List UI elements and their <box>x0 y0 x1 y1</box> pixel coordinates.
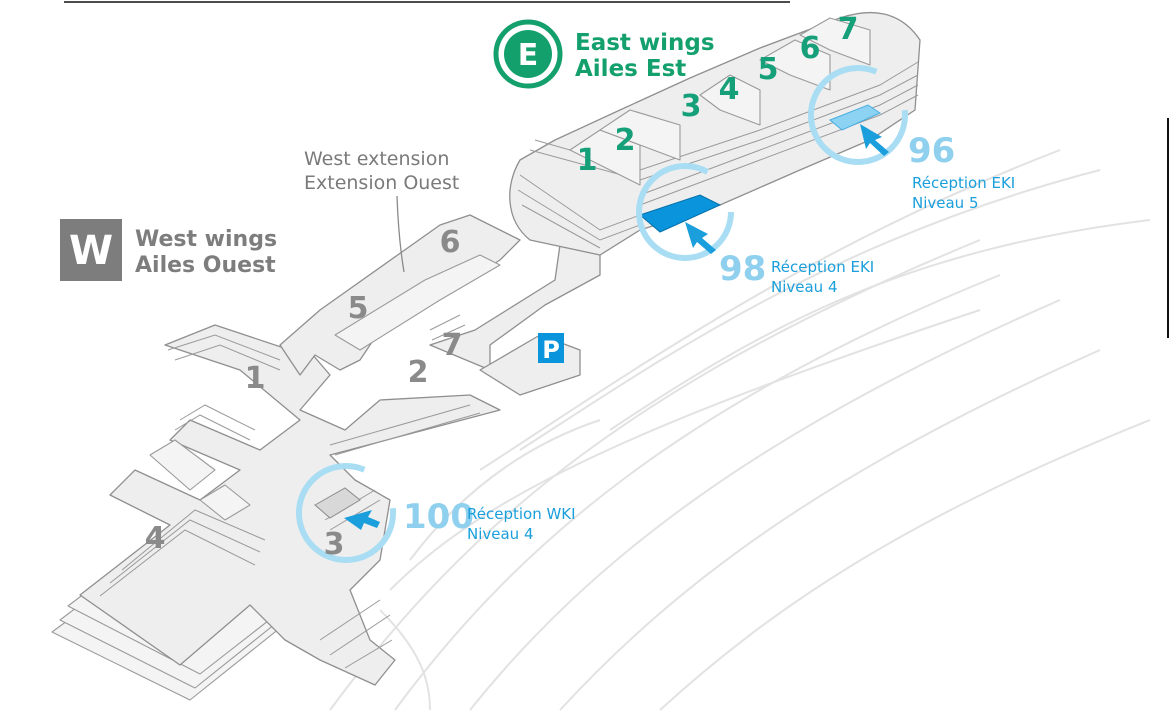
reception-98-arrow-icon[interactable] <box>685 222 716 254</box>
east-building <box>509 12 921 256</box>
east-badge-letter: E <box>518 38 539 73</box>
parking-sign-box <box>538 333 564 363</box>
east-wing-6-label: 6 <box>800 31 821 66</box>
reception-98-level: Niveau 4 <box>771 278 838 296</box>
reception-96-arrow-icon[interactable] <box>860 124 889 156</box>
reception-98-name: Réception EKI <box>771 258 874 276</box>
reception-100-ring <box>296 463 396 563</box>
east-wing-3-label: 3 <box>681 89 702 124</box>
east-wing-4-label: 4 <box>719 72 740 107</box>
west-title-line2: Ailes Ouest <box>135 253 276 278</box>
west-badge-letter: W <box>69 228 113 274</box>
west-title-line1: West wings <box>135 227 277 252</box>
reception-96-level: Niveau 5 <box>912 194 979 212</box>
reception-96-ring <box>808 65 908 165</box>
reception-98-ring <box>636 163 734 261</box>
west-extension-leader-line <box>396 195 405 273</box>
east-badge: E <box>493 19 563 89</box>
reception-96-name: Réception EKI <box>912 174 1015 192</box>
east-wing-5-label: 5 <box>758 52 779 87</box>
west-building <box>51 324 501 701</box>
east-wing-1-label: 1 <box>577 143 598 178</box>
east-badge-ring <box>493 19 563 89</box>
roads <box>329 149 1151 711</box>
reception-100-arrow-icon[interactable] <box>344 510 380 530</box>
west-badge <box>60 219 122 281</box>
east-title-line2: Ailes Est <box>575 56 686 82</box>
reception-100-level: Niveau 4 <box>467 525 534 543</box>
west-ext-wing-5-label: 5 <box>348 291 369 326</box>
reception-96-number: 96 <box>908 131 955 171</box>
west-wing-1-label: 1 <box>245 361 266 396</box>
west-wing-4-label: 4 <box>145 521 166 556</box>
parking-label: P <box>542 336 560 364</box>
reception-100-number: 100 <box>403 497 474 537</box>
west-wing-3-label: 3 <box>324 527 345 562</box>
reception-98-floor <box>639 194 722 233</box>
east-title-line1: East wings <box>575 30 715 56</box>
east-wing-2-label: 2 <box>615 123 636 158</box>
east-badge-disc <box>504 30 552 78</box>
west-ext-wing-6-label: 6 <box>440 225 461 260</box>
west-extension-line1: West extension <box>304 148 449 170</box>
parking-sign[interactable]: P <box>538 333 564 364</box>
west-extension-line2: Extension Ouest <box>304 172 459 194</box>
reception-98-number: 98 <box>719 249 766 289</box>
reception-96-floor <box>829 104 882 131</box>
east-wing-7-label: 7 <box>838 12 859 47</box>
west-wing-2-label: 2 <box>408 355 429 390</box>
reception-100-name: Réception WKI <box>467 505 576 523</box>
reception-100-floor <box>314 487 361 519</box>
west-ext-wing-7-label: 7 <box>442 328 463 363</box>
